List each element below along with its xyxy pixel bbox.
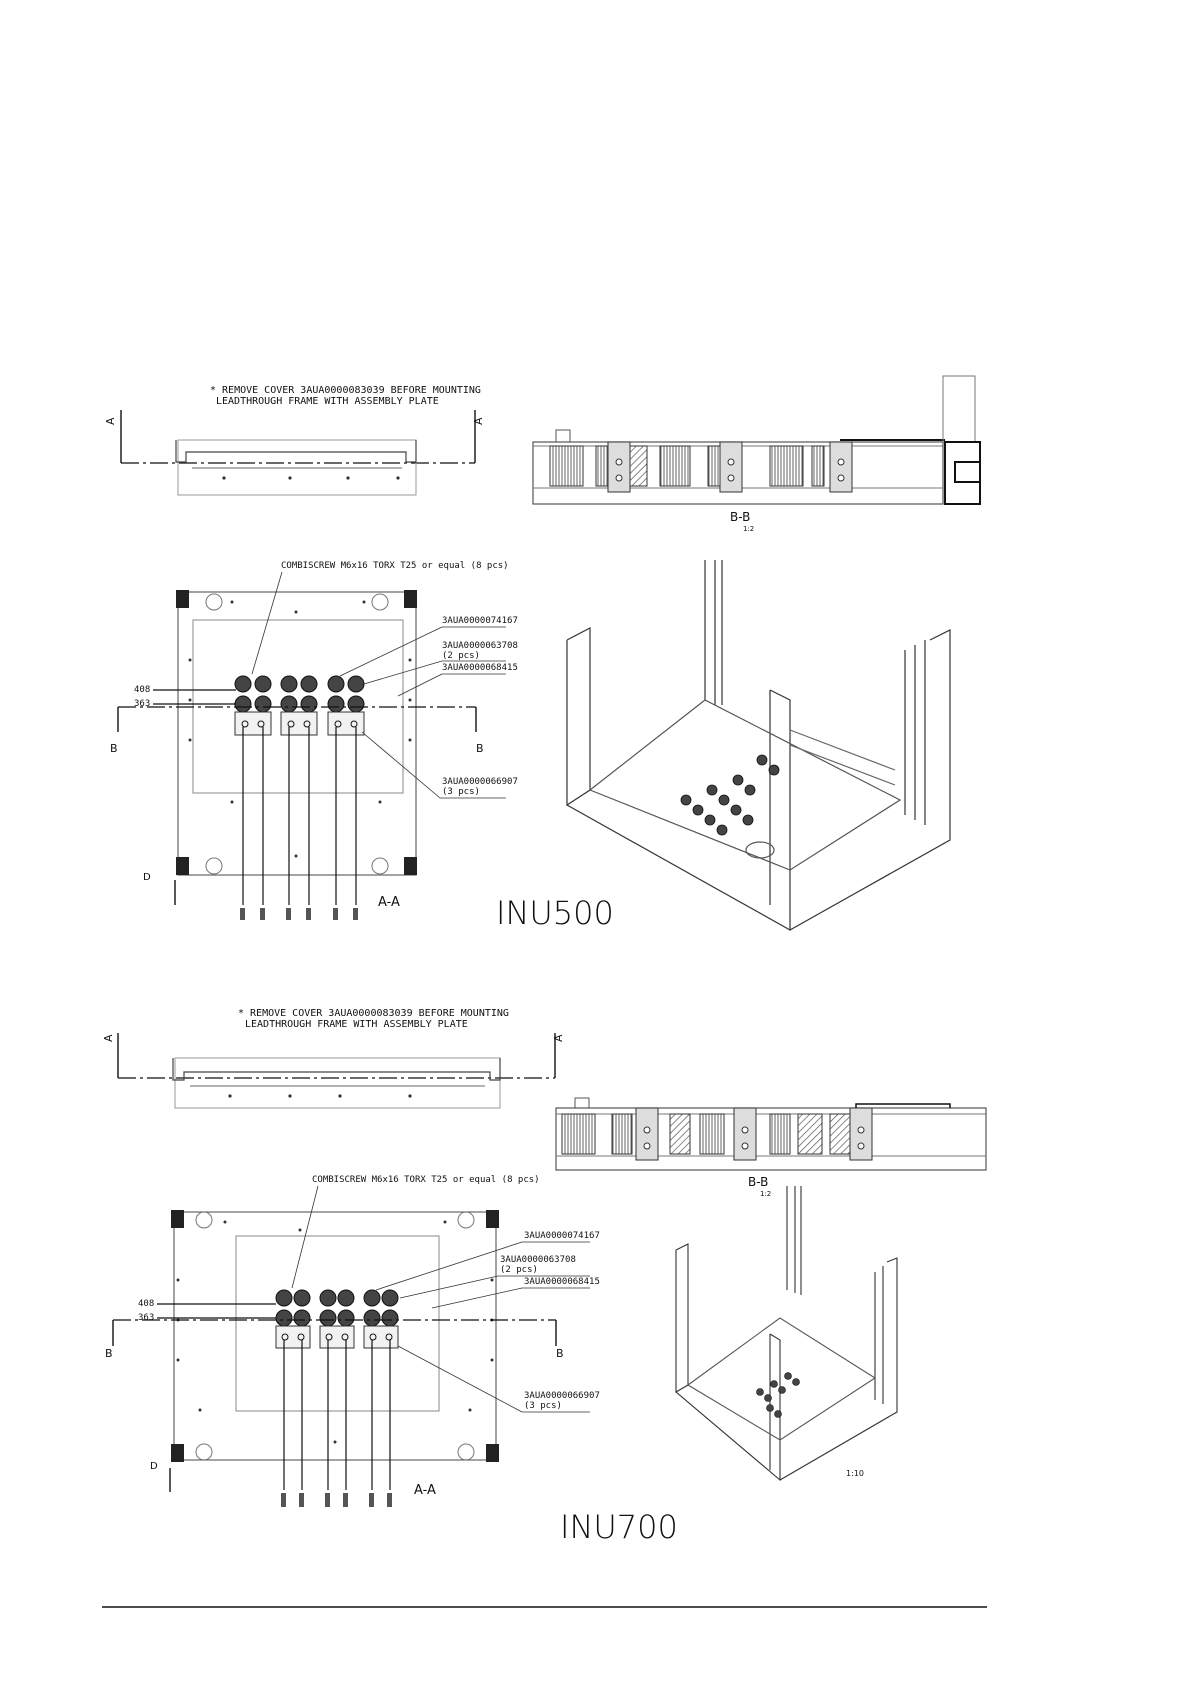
inu500-plan-view-aa: B B D 408 363 COMBISCREW M6x16 TORX T25 … xyxy=(110,561,518,920)
inu700-section-bb: B-B 1:2 xyxy=(555,1097,987,1198)
inu500-section-d: D xyxy=(143,872,151,883)
inu500-note-line2: LEADTHROUGH FRAME WITH ASSEMBLY PLATE xyxy=(216,396,439,407)
inu500-section-a-right: A xyxy=(472,417,485,425)
inu500-label-363: 363 xyxy=(134,699,150,709)
inu700-label-408: 408 xyxy=(138,1299,154,1309)
inu700-view-bb-label: B-B xyxy=(748,1175,768,1189)
inu500-part-2-qty: (2 pcs) xyxy=(442,651,480,661)
inu500-part-2: 3AUA0000063708 xyxy=(442,641,518,651)
inu500-top-view: * REMOVE COVER 3AUA0000083039 BEFORE MOU… xyxy=(104,385,485,496)
inu500-part-4-qty: (3 pcs) xyxy=(442,787,480,797)
inu700-top-view: * REMOVE COVER 3AUA0000083039 BEFORE MOU… xyxy=(102,1008,565,1109)
inu700-drawing-group: * REMOVE COVER 3AUA0000083039 BEFORE MOU… xyxy=(102,1008,987,1546)
inu500-combiscrew-note: COMBISCREW M6x16 TORX T25 or equal (8 pc… xyxy=(281,561,509,571)
inu500-section-b-left: B xyxy=(110,742,118,755)
inu500-view-bb-scale: 1:2 xyxy=(743,525,754,533)
inu700-section-d: D xyxy=(150,1461,158,1472)
inu700-section-b-left: B xyxy=(105,1347,113,1360)
inu700-isometric-view xyxy=(675,1186,898,1482)
inu500-part-4: 3AUA0000066907 xyxy=(442,777,518,787)
inu500-model-label: INU500 xyxy=(496,894,614,932)
inu700-note-line2: LEADTHROUGH FRAME WITH ASSEMBLY PLATE xyxy=(245,1019,468,1030)
inu700-combiscrew-note: COMBISCREW M6x16 TORX T25 or equal (8 pc… xyxy=(312,1175,540,1185)
inu500-isometric-view xyxy=(566,560,951,932)
inu700-section-a-left: A xyxy=(102,1034,115,1042)
inu500-section-b-right: B xyxy=(476,742,484,755)
inu700-part-4-qty: (3 pcs) xyxy=(524,1401,562,1411)
inu500-part-1: 3AUA0000074167 xyxy=(442,616,518,626)
inu500-view-aa-label: A-A xyxy=(378,895,400,910)
inu500-terminal-blocks xyxy=(234,675,365,920)
inu700-part-1: 3AUA0000074167 xyxy=(524,1231,600,1241)
inu500-note-line1: * REMOVE COVER 3AUA0000083039 BEFORE MOU… xyxy=(210,385,481,396)
inu700-part-2: 3AUA0000063708 xyxy=(500,1255,576,1265)
inu500-section-bb: B-B 1:2 xyxy=(532,375,981,533)
inu500-part-3: 3AUA0000068415 xyxy=(442,663,518,673)
inu700-part-4: 3AUA0000066907 xyxy=(524,1391,600,1401)
inu700-section-a-right: A xyxy=(552,1034,565,1042)
inu700-terminal-blocks xyxy=(275,1289,399,1507)
inu700-view-bb-scale: 1:2 xyxy=(760,1190,771,1198)
inu700-plan-view-aa: B B D 408 363 COMBISCREW M6x16 TORX T25 … xyxy=(105,1175,600,1507)
inu700-view-aa-label: A-A xyxy=(414,1483,436,1498)
inu700-note-line1: * REMOVE COVER 3AUA0000083039 BEFORE MOU… xyxy=(238,1008,509,1019)
inu700-model-label: INU700 xyxy=(560,1508,678,1546)
inu500-section-a-left: A xyxy=(104,417,117,425)
inu700-part-3: 3AUA0000068415 xyxy=(524,1277,600,1287)
inu700-label-363: 363 xyxy=(138,1313,154,1323)
inu700-part-2-qty: (2 pcs) xyxy=(500,1265,538,1275)
inu500-drawing-group: * REMOVE COVER 3AUA0000083039 BEFORE MOU… xyxy=(104,375,981,932)
inu700-iso-scale: 1:10 xyxy=(846,1469,864,1478)
inu500-view-bb-label: B-B xyxy=(730,510,750,524)
inu700-section-b-right: B xyxy=(556,1347,564,1360)
inu500-label-408: 408 xyxy=(134,685,150,695)
